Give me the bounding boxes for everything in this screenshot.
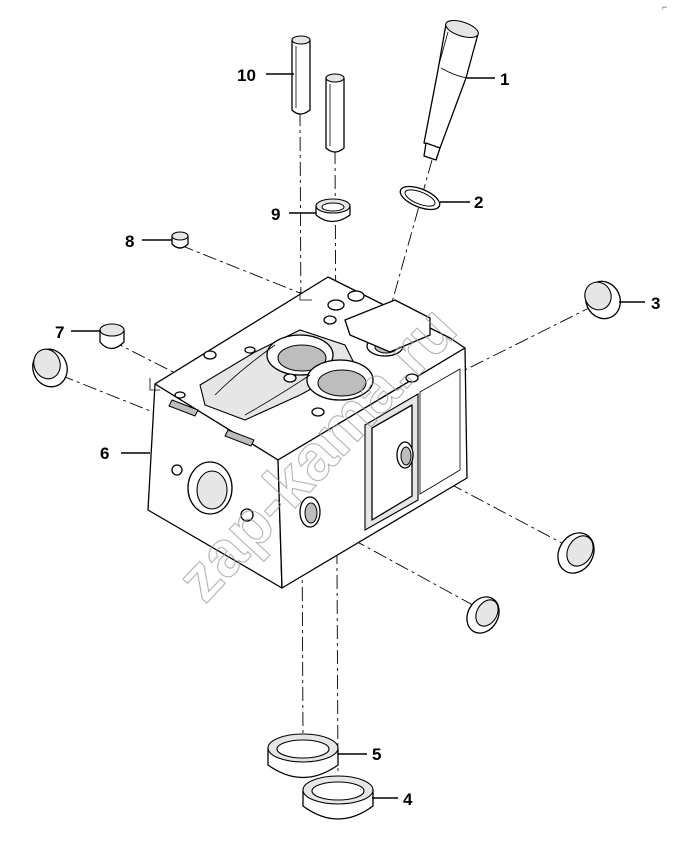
part-7-plug (99, 323, 125, 350)
part-1-injector-sleeve (423, 19, 479, 161)
callout-1: 1 (500, 70, 509, 89)
part-4-valve-seat (302, 775, 374, 820)
part-10-sleeves (291, 35, 345, 153)
callout-8: 8 (125, 232, 134, 251)
part-8-plug (171, 231, 189, 249)
callout-10: 10 (237, 66, 256, 85)
callout-2: 2 (474, 193, 483, 212)
callout-4: 4 (403, 790, 413, 809)
callouts: 10 1 2 3 4 5 6 7 8 9 (55, 66, 660, 809)
callout-7: 7 (55, 323, 64, 342)
seat-ring-upper-right (557, 532, 595, 574)
cylinder-head-block (147, 276, 468, 589)
leader-lines (71, 73, 645, 799)
part-6-expansion-plug-left (32, 348, 68, 388)
corner-mark: ⌐ (662, 2, 667, 12)
part-5-valve-seat (267, 733, 339, 778)
callout-3: 3 (651, 294, 660, 313)
part-3-plug (584, 280, 622, 320)
callout-5: 5 (372, 745, 381, 764)
seat-ring-lower-right (466, 596, 500, 634)
part-9-seal (315, 198, 351, 223)
part-2-o-ring (399, 185, 441, 211)
callout-6: 6 (100, 444, 109, 463)
callout-9: 9 (271, 205, 280, 224)
